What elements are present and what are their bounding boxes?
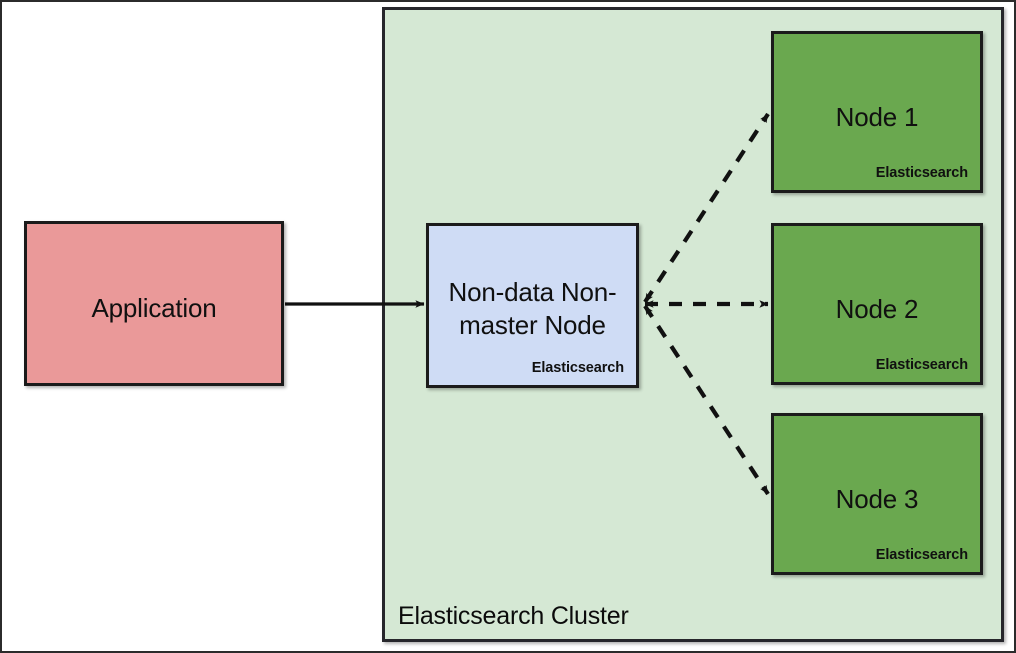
coordinating-node-box[interactable]: Non-data Non- master Node Elasticsearch xyxy=(426,223,639,388)
data-node-1-sublabel: Elasticsearch xyxy=(875,165,968,181)
coordinating-node-label: Non-data Non- master Node xyxy=(429,276,636,342)
application-box[interactable]: Application xyxy=(24,221,284,386)
coordinating-node-sublabel: Elasticsearch xyxy=(531,360,624,376)
data-node-2-sublabel: Elasticsearch xyxy=(875,357,968,373)
data-node-3-label: Node 3 xyxy=(835,484,919,514)
coordinating-node-label-line1: Non-data Non- xyxy=(448,277,617,307)
data-node-1-label: Node 1 xyxy=(835,102,919,132)
application-label: Application xyxy=(91,293,217,323)
data-node-3-sublabel: Elasticsearch xyxy=(875,547,968,563)
coordinating-node-label-line2: master Node xyxy=(459,310,606,340)
data-node-2-box[interactable]: Node 2 Elasticsearch xyxy=(771,223,983,385)
data-node-1-box[interactable]: Node 1 Elasticsearch xyxy=(771,31,983,193)
cluster-label: Elasticsearch Cluster xyxy=(398,602,629,630)
data-node-3-box[interactable]: Node 3 Elasticsearch xyxy=(771,413,983,575)
data-node-2-label: Node 2 xyxy=(835,294,919,324)
